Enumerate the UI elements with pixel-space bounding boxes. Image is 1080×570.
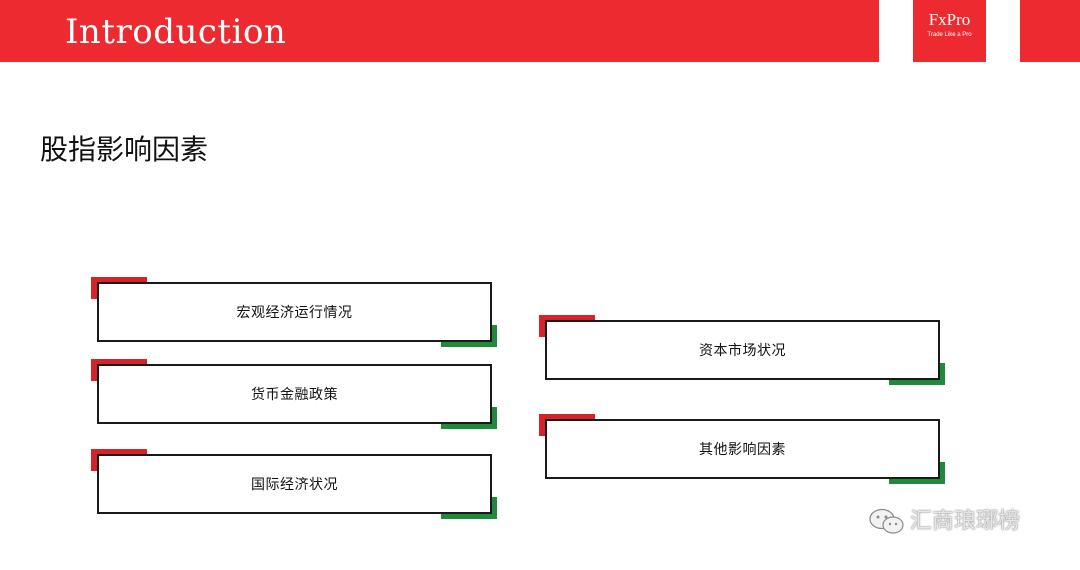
watermark: 汇商琅琊榜 — [868, 508, 1020, 536]
header-bar: Introduction FxPro Trade Like a Pro — [0, 0, 1080, 62]
logo-tagline: Trade Like a Pro — [927, 32, 972, 38]
factor-label: 国际经济状况 — [251, 477, 338, 493]
page-title: Introduction — [65, 12, 287, 52]
header-divider-left — [879, 0, 913, 62]
factor-box-capital-market: 资本市场状况 — [539, 315, 945, 385]
factor-box-international-economy: 国际经济状况 — [91, 449, 497, 519]
header-divider-right — [986, 0, 1020, 62]
factor-box-other-factors: 其他影响因素 — [539, 414, 945, 484]
factor-box-body: 国际经济状况 — [97, 454, 492, 514]
wechat-icon — [869, 508, 904, 534]
logo-name: FxPro — [928, 10, 971, 29]
factor-label: 货币金融政策 — [251, 387, 338, 403]
factor-box-body: 资本市场状况 — [545, 320, 940, 380]
watermark-text: 汇商琅琊榜 — [910, 509, 1021, 534]
factor-label: 宏观经济运行情况 — [236, 305, 353, 321]
factor-box-monetary-policy: 货币金融政策 — [91, 359, 497, 429]
factor-box-body: 宏观经济运行情况 — [97, 282, 492, 342]
fxpro-logo: FxPro Trade Like a Pro — [913, 10, 986, 39]
factor-label: 资本市场状况 — [699, 343, 786, 359]
section-title: 股指影响因素 — [40, 133, 209, 166]
factor-label: 其他影响因素 — [699, 442, 786, 458]
factor-box-body: 货币金融政策 — [97, 364, 492, 424]
factor-box-body: 其他影响因素 — [545, 419, 940, 479]
factor-box-macro-economy: 宏观经济运行情况 — [91, 277, 497, 347]
